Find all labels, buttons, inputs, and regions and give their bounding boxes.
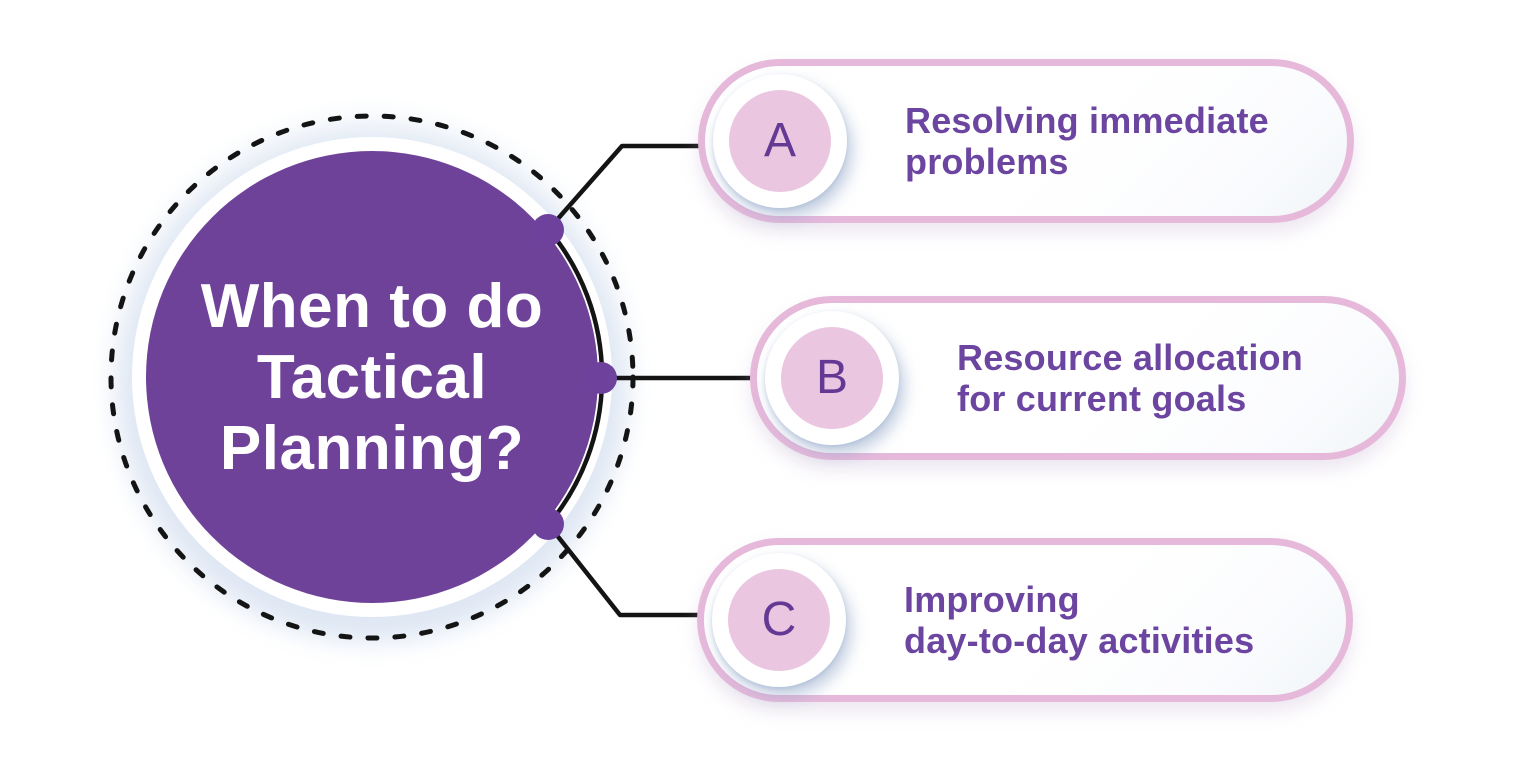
branch-pill-a: A Resolving immediate problems	[698, 59, 1354, 223]
branch-text-b-line-1: Resource allocation	[957, 337, 1303, 378]
badge-ring-a: A	[713, 74, 847, 208]
badge-ring-b: B	[765, 311, 899, 445]
branch-text-a-line-1: Resolving immediate	[905, 100, 1269, 141]
badge-ring-c: C	[712, 553, 846, 687]
badge-letter-b: B	[815, 351, 848, 404]
branch-text-b-line-2: for current goals	[957, 378, 1247, 419]
center-title-line-3: Planning?	[219, 413, 525, 483]
branch-pill-c: C Improving day-to-day activities	[697, 538, 1353, 702]
branch-pill-b: B Resource allocation for current goals	[750, 296, 1406, 460]
badge-circle-b: B	[781, 327, 883, 429]
connector-a	[546, 143, 702, 232]
branch-text-b: Resource allocation for current goals	[957, 337, 1303, 419]
branch-text-a: Resolving immediate problems	[905, 100, 1269, 182]
center-title-line-2: Tactical	[256, 342, 488, 412]
center-title-line-1: When to do	[200, 271, 544, 341]
branch-text-c-line-1: Improving	[904, 579, 1080, 620]
center-circle: When to do Tactical Planning?	[146, 151, 598, 603]
connector-c	[546, 522, 702, 618]
badge-letter-c: C	[761, 593, 797, 646]
branch-text-a-line-2: problems	[905, 141, 1069, 182]
branch-text-c: Improving day-to-day activities	[904, 579, 1254, 661]
badge-circle-c: C	[728, 569, 830, 671]
branch-text-c-line-2: day-to-day activities	[904, 620, 1255, 661]
badge-letter-a: A	[763, 114, 796, 167]
badge-circle-a: A	[729, 90, 831, 192]
